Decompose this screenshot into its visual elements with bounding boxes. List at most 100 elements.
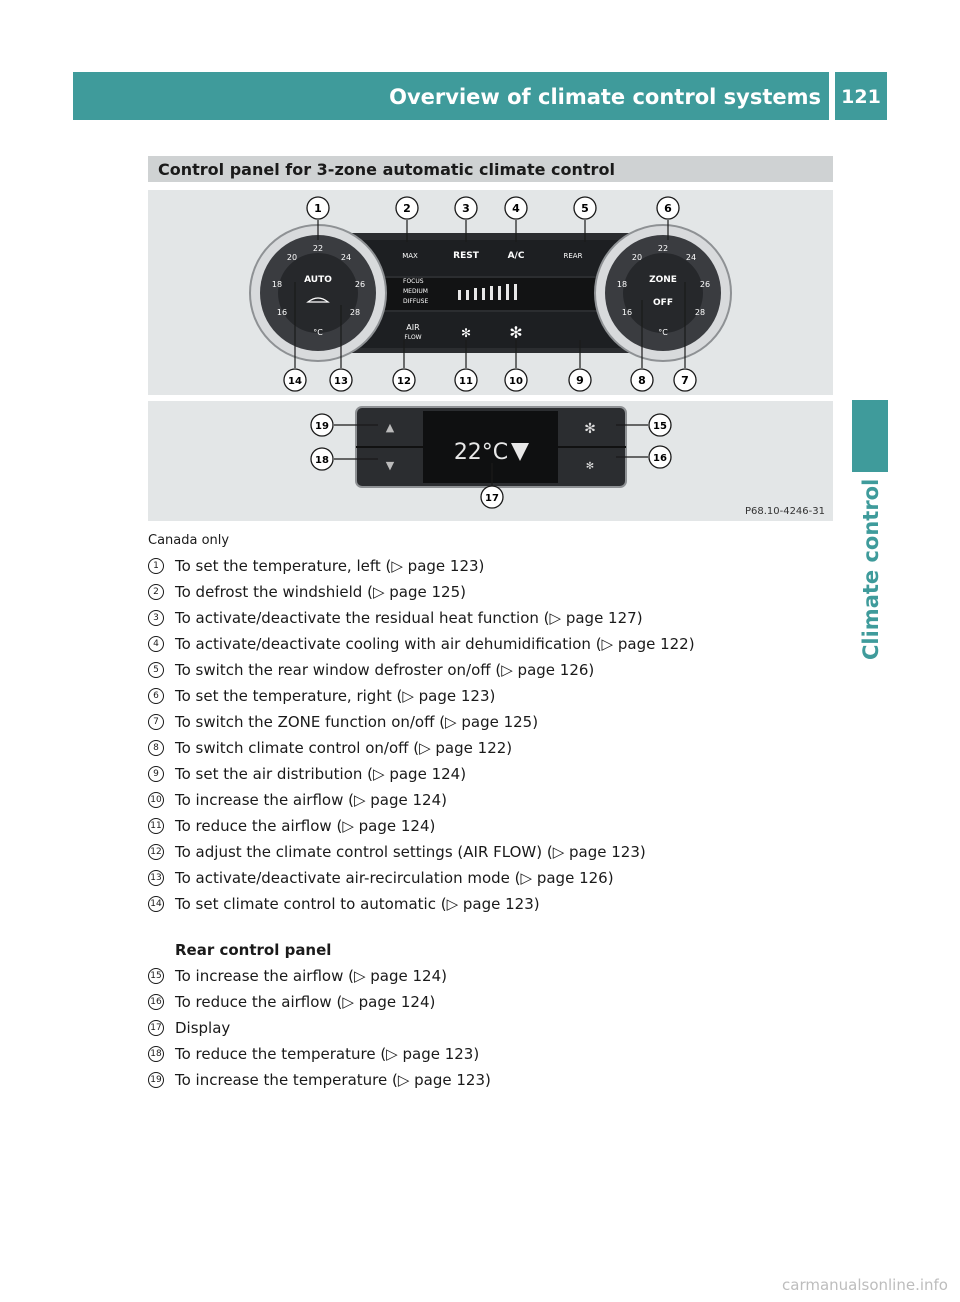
fan-small-icon: ✻: [461, 326, 471, 340]
item-text: To switch the rear window defroster on/o…: [175, 661, 595, 679]
callout-9: 9: [576, 374, 584, 387]
callout-19: 19: [315, 421, 329, 432]
right-dial-scale-18: 18: [617, 280, 627, 289]
right-dial-scale-20: 20: [632, 253, 642, 262]
rest-button-label: REST: [453, 251, 480, 261]
item-number: 4: [148, 636, 164, 652]
watermark: carmanualsonline.info: [782, 1276, 948, 1294]
ac-button-label: A/C: [508, 251, 525, 261]
fan-large-icon: ✻: [509, 323, 522, 342]
callout-numbers-front: 1 2 3 4 5 6 7 8 9 10 11: [283, 196, 697, 392]
callout-1: 1: [314, 202, 322, 215]
figure-code: P68.10-4246-31: [744, 506, 825, 517]
right-dial-scale-24: 24: [686, 253, 696, 262]
rear-temp-down-icon: ▼: [386, 459, 395, 472]
item-number: 1: [148, 558, 164, 574]
rear-callout-lines: [334, 424, 648, 487]
item-number: 14: [148, 896, 164, 912]
callout-11: 11: [459, 376, 473, 387]
left-dial-scale-26: 26: [355, 280, 365, 289]
list-item: 13 To activate/deactivate air-recirculati…: [148, 868, 828, 894]
list-item: 6 To set the temperature, right (▷ page 1…: [148, 686, 828, 712]
callout-8: 8: [638, 374, 646, 387]
fan-level-bars: [458, 284, 517, 300]
legend-list: 1 To set the temperature, left (▷ page 12…: [148, 556, 828, 1096]
callout-17: 17: [485, 493, 499, 504]
item-number: 2: [148, 584, 164, 600]
rear-fan-small-icon: ✻: [586, 461, 594, 472]
callout-15: 15: [653, 421, 667, 432]
callout-16: 16: [653, 453, 667, 464]
item-number: 9: [148, 766, 164, 782]
chapter-label-text: Climate control: [859, 478, 883, 660]
diffuse-label: DIFFUSE: [403, 298, 428, 305]
item-text: To activate/deactivate cooling with air …: [175, 635, 695, 653]
item-text: To activate/deactivate the residual heat…: [175, 609, 643, 627]
section-heading: Control panel for 3-zone automatic clima…: [148, 156, 833, 182]
item-text: To set the air distribution (▷ page 124): [175, 765, 467, 783]
item-text: To reduce the airflow (▷ page 124): [175, 817, 436, 835]
list-item: 3 To activate/deactivate the residual hea…: [148, 608, 828, 634]
right-dial-scale-16: 16: [622, 308, 632, 317]
item-text: To set the temperature, left (▷ page 123…: [175, 557, 485, 575]
item-number: 10: [148, 792, 164, 808]
rear-display-temperature: 22°C: [454, 440, 508, 465]
callout-12: 12: [397, 376, 411, 387]
item-number: 18: [148, 1046, 164, 1062]
focus-label: FOCUS: [403, 278, 424, 285]
left-celsius-label: °C: [313, 328, 323, 337]
list-item: 4 To activate/deactivate cooling with air…: [148, 634, 828, 660]
callout-3: 3: [462, 202, 470, 215]
item-number: 13: [148, 870, 164, 886]
rear-panel-heading: Rear control panel: [175, 941, 332, 959]
canada-note: Canada only: [148, 533, 230, 548]
item-text: To adjust the climate control settings (…: [175, 843, 646, 861]
callout-2: 2: [403, 202, 411, 215]
right-dial-scale-22: 22: [658, 244, 668, 253]
front-panel-photo: 22 20 24 18 26 16 28 AUTO °C 22 20 24 18…: [148, 190, 833, 395]
left-dial-scale-22: 22: [313, 244, 323, 253]
item-number: 6: [148, 688, 164, 704]
flow-label: FLOW: [404, 334, 421, 341]
list-item: 5 To switch the rear window defroster on/…: [148, 660, 828, 686]
callout-18: 18: [315, 455, 329, 466]
right-dial-scale-28: 28: [695, 308, 705, 317]
off-label: OFF: [653, 298, 673, 308]
rear-defrost-button-label: REAR: [564, 252, 583, 260]
air-label: AIR: [406, 323, 420, 332]
item-number: 12: [148, 844, 164, 860]
callout-5: 5: [581, 202, 589, 215]
item-text: To set the temperature, right (▷ page 12…: [175, 687, 496, 705]
item-number: 3: [148, 610, 164, 626]
left-dial-scale-16: 16: [277, 308, 287, 317]
callout-13: 13: [334, 376, 348, 387]
item-number: 11: [148, 818, 164, 834]
callout-14: 14: [288, 376, 302, 387]
list-item: 1 To set the temperature, left (▷ page 12…: [148, 556, 828, 582]
item-number: 17: [148, 1020, 164, 1036]
item-number: 7: [148, 714, 164, 730]
item-text: To set climate control to automatic (▷ p…: [175, 895, 540, 913]
chapter-label: Climate control: [853, 478, 889, 660]
left-dial-scale-24: 24: [341, 253, 351, 262]
left-dial-scale-20: 20: [287, 253, 297, 262]
callout-7: 7: [681, 374, 689, 387]
auto-label: AUTO: [304, 275, 332, 285]
item-text: To switch climate control on/off (▷ page…: [175, 739, 513, 757]
item-text: To defrost the windshield (▷ page 125): [175, 583, 466, 601]
item-text: To activate/deactivate air-recirculation…: [175, 869, 614, 887]
callout-numbers-rear: 19 18 15 16 17: [310, 413, 672, 509]
chapter-tab: [852, 400, 888, 472]
item-number: 15: [148, 968, 164, 984]
item-number: 5: [148, 662, 164, 678]
callout-10: 10: [509, 376, 523, 387]
running-header-title: Overview of climate control systems: [389, 85, 821, 109]
recirculation-icon: [306, 297, 330, 303]
